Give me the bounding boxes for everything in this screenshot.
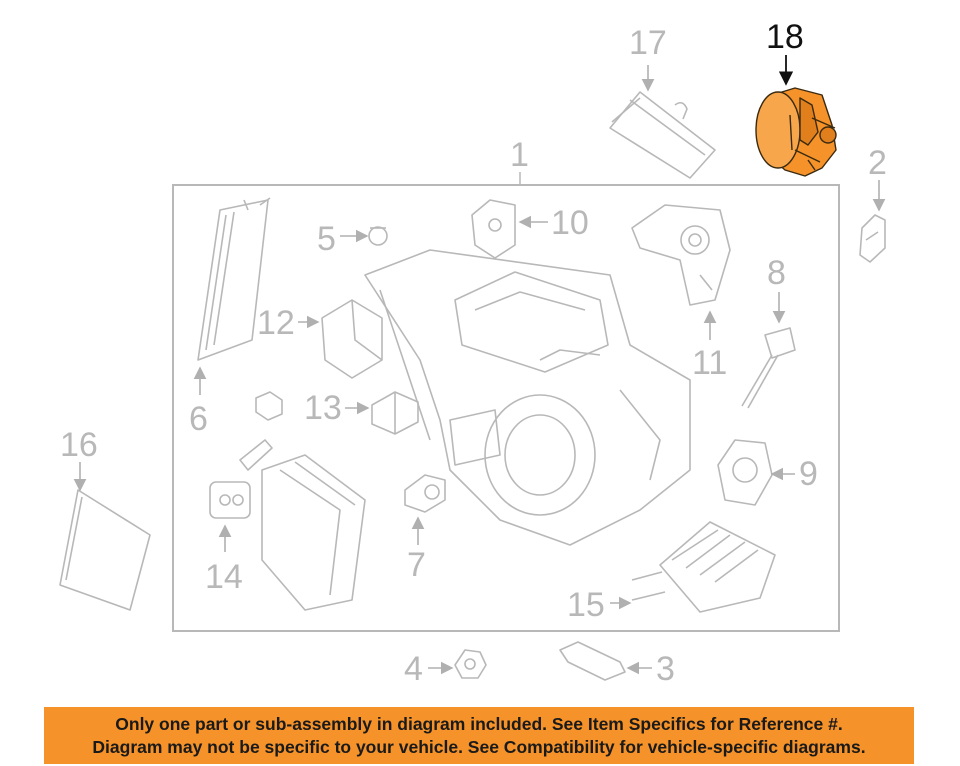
callout-1: 1 <box>510 136 529 174</box>
disclaimer-line-2: Diagram may not be specific to your vehi… <box>92 737 866 757</box>
part-15-heater-core <box>631 521 776 613</box>
part-10-actuator <box>471 199 516 259</box>
callout-10: 10 <box>551 204 589 242</box>
part-16-filter <box>59 489 151 611</box>
callout-9: 9 <box>799 455 818 493</box>
callout-5: 5 <box>317 220 336 258</box>
callout-3: 3 <box>656 650 675 688</box>
part-5-screw <box>368 226 388 246</box>
callout-7: 7 <box>407 546 426 584</box>
callout-18-highlighted: 18 <box>766 18 804 56</box>
parts-diagram <box>59 55 886 681</box>
callout-11: 11 <box>692 344 728 382</box>
disclaimer-banner: Only one part or sub-assembly in diagram… <box>44 707 914 764</box>
disclaimer-line-1: Only one part or sub-assembly in diagram… <box>115 714 843 734</box>
callout-16: 16 <box>60 426 98 464</box>
callout-15: 15 <box>567 586 605 624</box>
part-2-clip <box>859 214 886 263</box>
part-6-duct <box>197 197 271 361</box>
part-17-bracket <box>609 91 716 179</box>
hvac-case <box>364 249 691 546</box>
callout-17: 17 <box>629 24 667 62</box>
callout-8: 8 <box>767 254 786 292</box>
part-18-blower-motor <box>755 87 837 177</box>
part-14-evaporator <box>209 439 366 611</box>
callout-6: 6 <box>189 400 208 438</box>
part-small-clip <box>255 391 283 421</box>
callout-14: 14 <box>205 558 243 596</box>
part-8-sensor <box>741 327 796 409</box>
part-13-connector <box>371 391 419 435</box>
part-7-sensor <box>404 474 446 513</box>
callout-12: 12 <box>257 304 295 342</box>
callout-2: 2 <box>868 144 887 182</box>
part-12-module <box>321 299 383 379</box>
callout-13: 13 <box>304 389 342 427</box>
part-11-bracket <box>631 204 731 306</box>
part-9-actuator <box>717 439 773 506</box>
part-3-bracket <box>559 641 626 681</box>
callout-4: 4 <box>404 650 423 688</box>
part-4-nut <box>454 649 487 679</box>
assembly-frame <box>172 184 840 632</box>
